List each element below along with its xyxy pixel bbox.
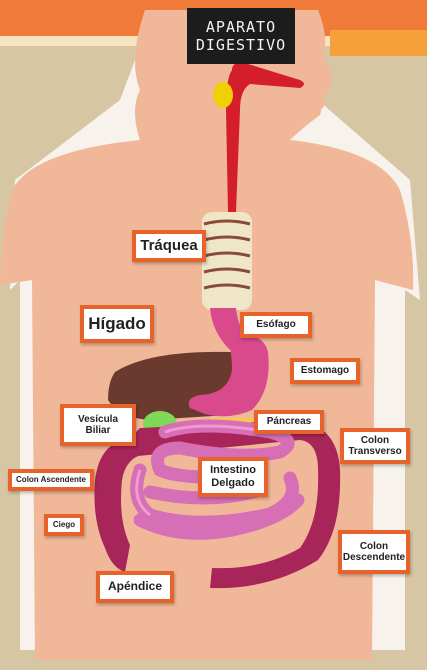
- label-colon-transverso: Colon Transverso: [340, 428, 410, 464]
- label-pancreas: Páncreas: [254, 410, 324, 434]
- label-apendice: Apéndice: [96, 571, 174, 603]
- label-higado: Hígado: [80, 305, 154, 343]
- label-ciego: Ciego: [44, 514, 84, 536]
- title-card: APARATO DIGESTIVO: [187, 8, 295, 64]
- label-esofago: Esófago: [240, 312, 312, 338]
- label-traquea: Tráquea: [132, 230, 206, 262]
- label-vesicula-biliar: Vesícula Biliar: [60, 404, 136, 446]
- thyroid-blob: [213, 82, 233, 108]
- label-intestino-delgado: Intestino Delgado: [198, 457, 268, 497]
- label-colon-descendente: Colon Descendente: [338, 530, 410, 574]
- trachea: [202, 212, 252, 310]
- label-estomago: Estomago: [290, 358, 360, 384]
- title-line-2: DIGESTIVO: [196, 36, 286, 54]
- title-line-1: APARATO: [206, 18, 276, 36]
- label-colon-ascendente: Colon Ascendente: [8, 469, 94, 491]
